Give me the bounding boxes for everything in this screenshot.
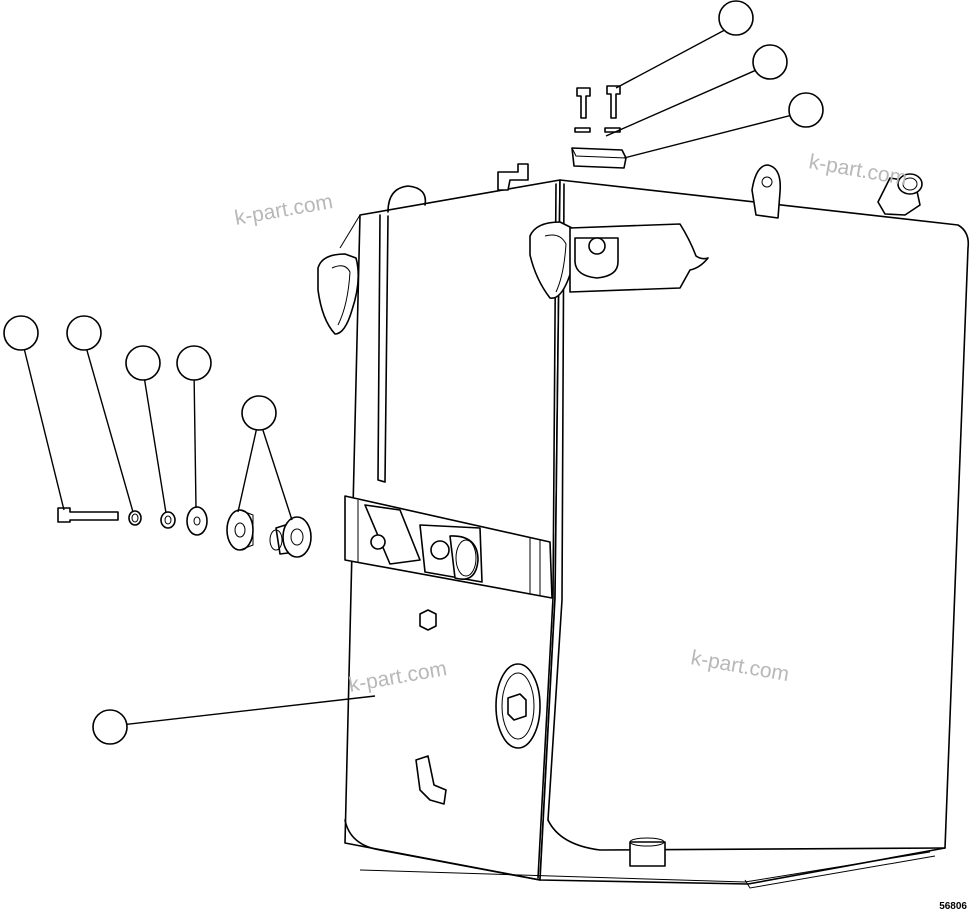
top-clamp-block <box>571 147 627 169</box>
reference-number: 56806 <box>939 901 967 912</box>
rubber-mount-1 <box>226 509 254 551</box>
callout-bolts-top <box>718 0 754 36</box>
callout-tank <box>92 709 128 745</box>
tank-right-face <box>539 179 970 885</box>
callout-washers-top <box>752 44 788 80</box>
top-fittings <box>387 163 923 219</box>
hex-fitting <box>419 609 437 631</box>
upper-mount-brackets <box>317 221 709 335</box>
rubber-mount-2 <box>269 516 312 558</box>
top-bolt-2 <box>606 85 621 119</box>
drain-plug-bottom <box>629 841 666 867</box>
side-washer <box>186 506 208 536</box>
top-exploded-parts <box>571 85 627 169</box>
lifting-eye-right <box>751 164 782 219</box>
callout-bubbles <box>3 0 824 745</box>
top-washer-1 <box>574 127 591 133</box>
callout-block-top <box>788 92 824 128</box>
strap-bolt-left <box>370 534 386 550</box>
watermark: k-part.com <box>233 190 335 230</box>
callout-nut-1 <box>66 315 102 351</box>
callout-rubber-mounts <box>241 395 277 431</box>
drain-elbow <box>415 755 447 805</box>
mounting-strap <box>344 495 553 599</box>
rubber-pad-left <box>317 253 360 335</box>
side-nut-1 <box>128 510 142 526</box>
callout-nut-2 <box>125 345 161 381</box>
elbow-fitting-top <box>497 163 529 191</box>
lifting-loop-left <box>387 185 427 213</box>
round-cover <box>495 663 541 749</box>
side-bolt <box>57 507 119 523</box>
callout-washer <box>176 345 212 381</box>
watermark: k-part.com <box>807 150 909 190</box>
lower-fittings <box>415 609 666 867</box>
rubber-pad-right <box>529 221 576 299</box>
filler-cap <box>877 173 923 216</box>
side-nut-2 <box>160 511 176 529</box>
callout-bolt-side <box>3 315 39 351</box>
leader-lines <box>21 23 805 727</box>
side-exploded-parts <box>57 506 312 558</box>
top-bolt-1 <box>576 87 591 119</box>
